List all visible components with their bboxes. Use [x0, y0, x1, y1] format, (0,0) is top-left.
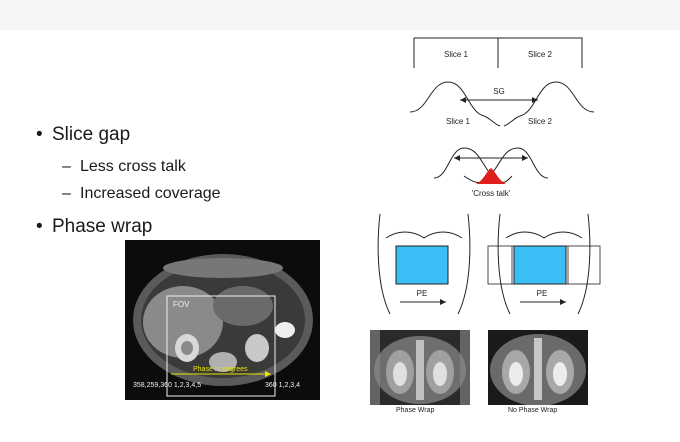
- phase-encoding-diagram: PE PE: [377, 213, 601, 315]
- slice1-profile-label: Slice 1: [446, 117, 471, 126]
- phase-arrow-head: [265, 371, 271, 377]
- slice1-top-label: Slice 1: [444, 50, 469, 59]
- slide-top-band: [0, 0, 680, 30]
- dash-icon: –: [62, 158, 71, 175]
- no-phase-wrap-scan: [488, 330, 588, 405]
- fov-box-left: [395, 245, 449, 285]
- phase-right-values: 360 1,2,3,4: [265, 382, 301, 389]
- fov-label: FOV: [173, 300, 190, 309]
- pe-label-left: PE: [417, 289, 428, 298]
- fov-rectangle: [166, 295, 276, 397]
- slice2-top-label: Slice 2: [528, 50, 553, 59]
- bullet-slice-gap: •Slice gap: [36, 124, 131, 145]
- mri-anatomy: [133, 254, 313, 397]
- no-phase-wrap-caption: No Phase Wrap: [508, 407, 558, 414]
- phase-in-degrees-label: Phase in degrees: [193, 366, 248, 373]
- fov-box-right: [513, 245, 567, 285]
- mri-axial-image: FOV Phase in degrees 358,259,360 1,2,3,4…: [125, 240, 320, 400]
- bullet-phase-wrap: •Phase wrap: [36, 216, 153, 237]
- sub-bullet-increased-coverage: –Increased coverage: [62, 185, 221, 202]
- bullet-icon: •: [36, 124, 43, 145]
- dash-icon: –: [62, 185, 71, 202]
- bullet-icon: •: [36, 216, 43, 237]
- phase-wrap-thumbnail: [370, 330, 470, 405]
- slice2-profile-label: Slice 2: [528, 117, 553, 126]
- no-phase-wrap-thumbnail: [488, 330, 588, 405]
- sub-bullet-less-cross-talk: –Less cross talk: [62, 158, 186, 175]
- crosstalk-region: [476, 168, 506, 184]
- phase-left-values: 358,259,360 1,2,3,4,5: [133, 382, 202, 389]
- sg-label: SG: [493, 87, 505, 96]
- phase-wrap-scan: [370, 330, 470, 405]
- phase-wrap-caption: Phase Wrap: [396, 407, 435, 414]
- cross-talk-label: 'Cross talk': [472, 189, 511, 198]
- slice-gap-diagram: Slice 1 Slice 2 SG Slice 1 Slice 2 'Cros…: [409, 37, 595, 198]
- pe-label-right: PE: [537, 289, 548, 298]
